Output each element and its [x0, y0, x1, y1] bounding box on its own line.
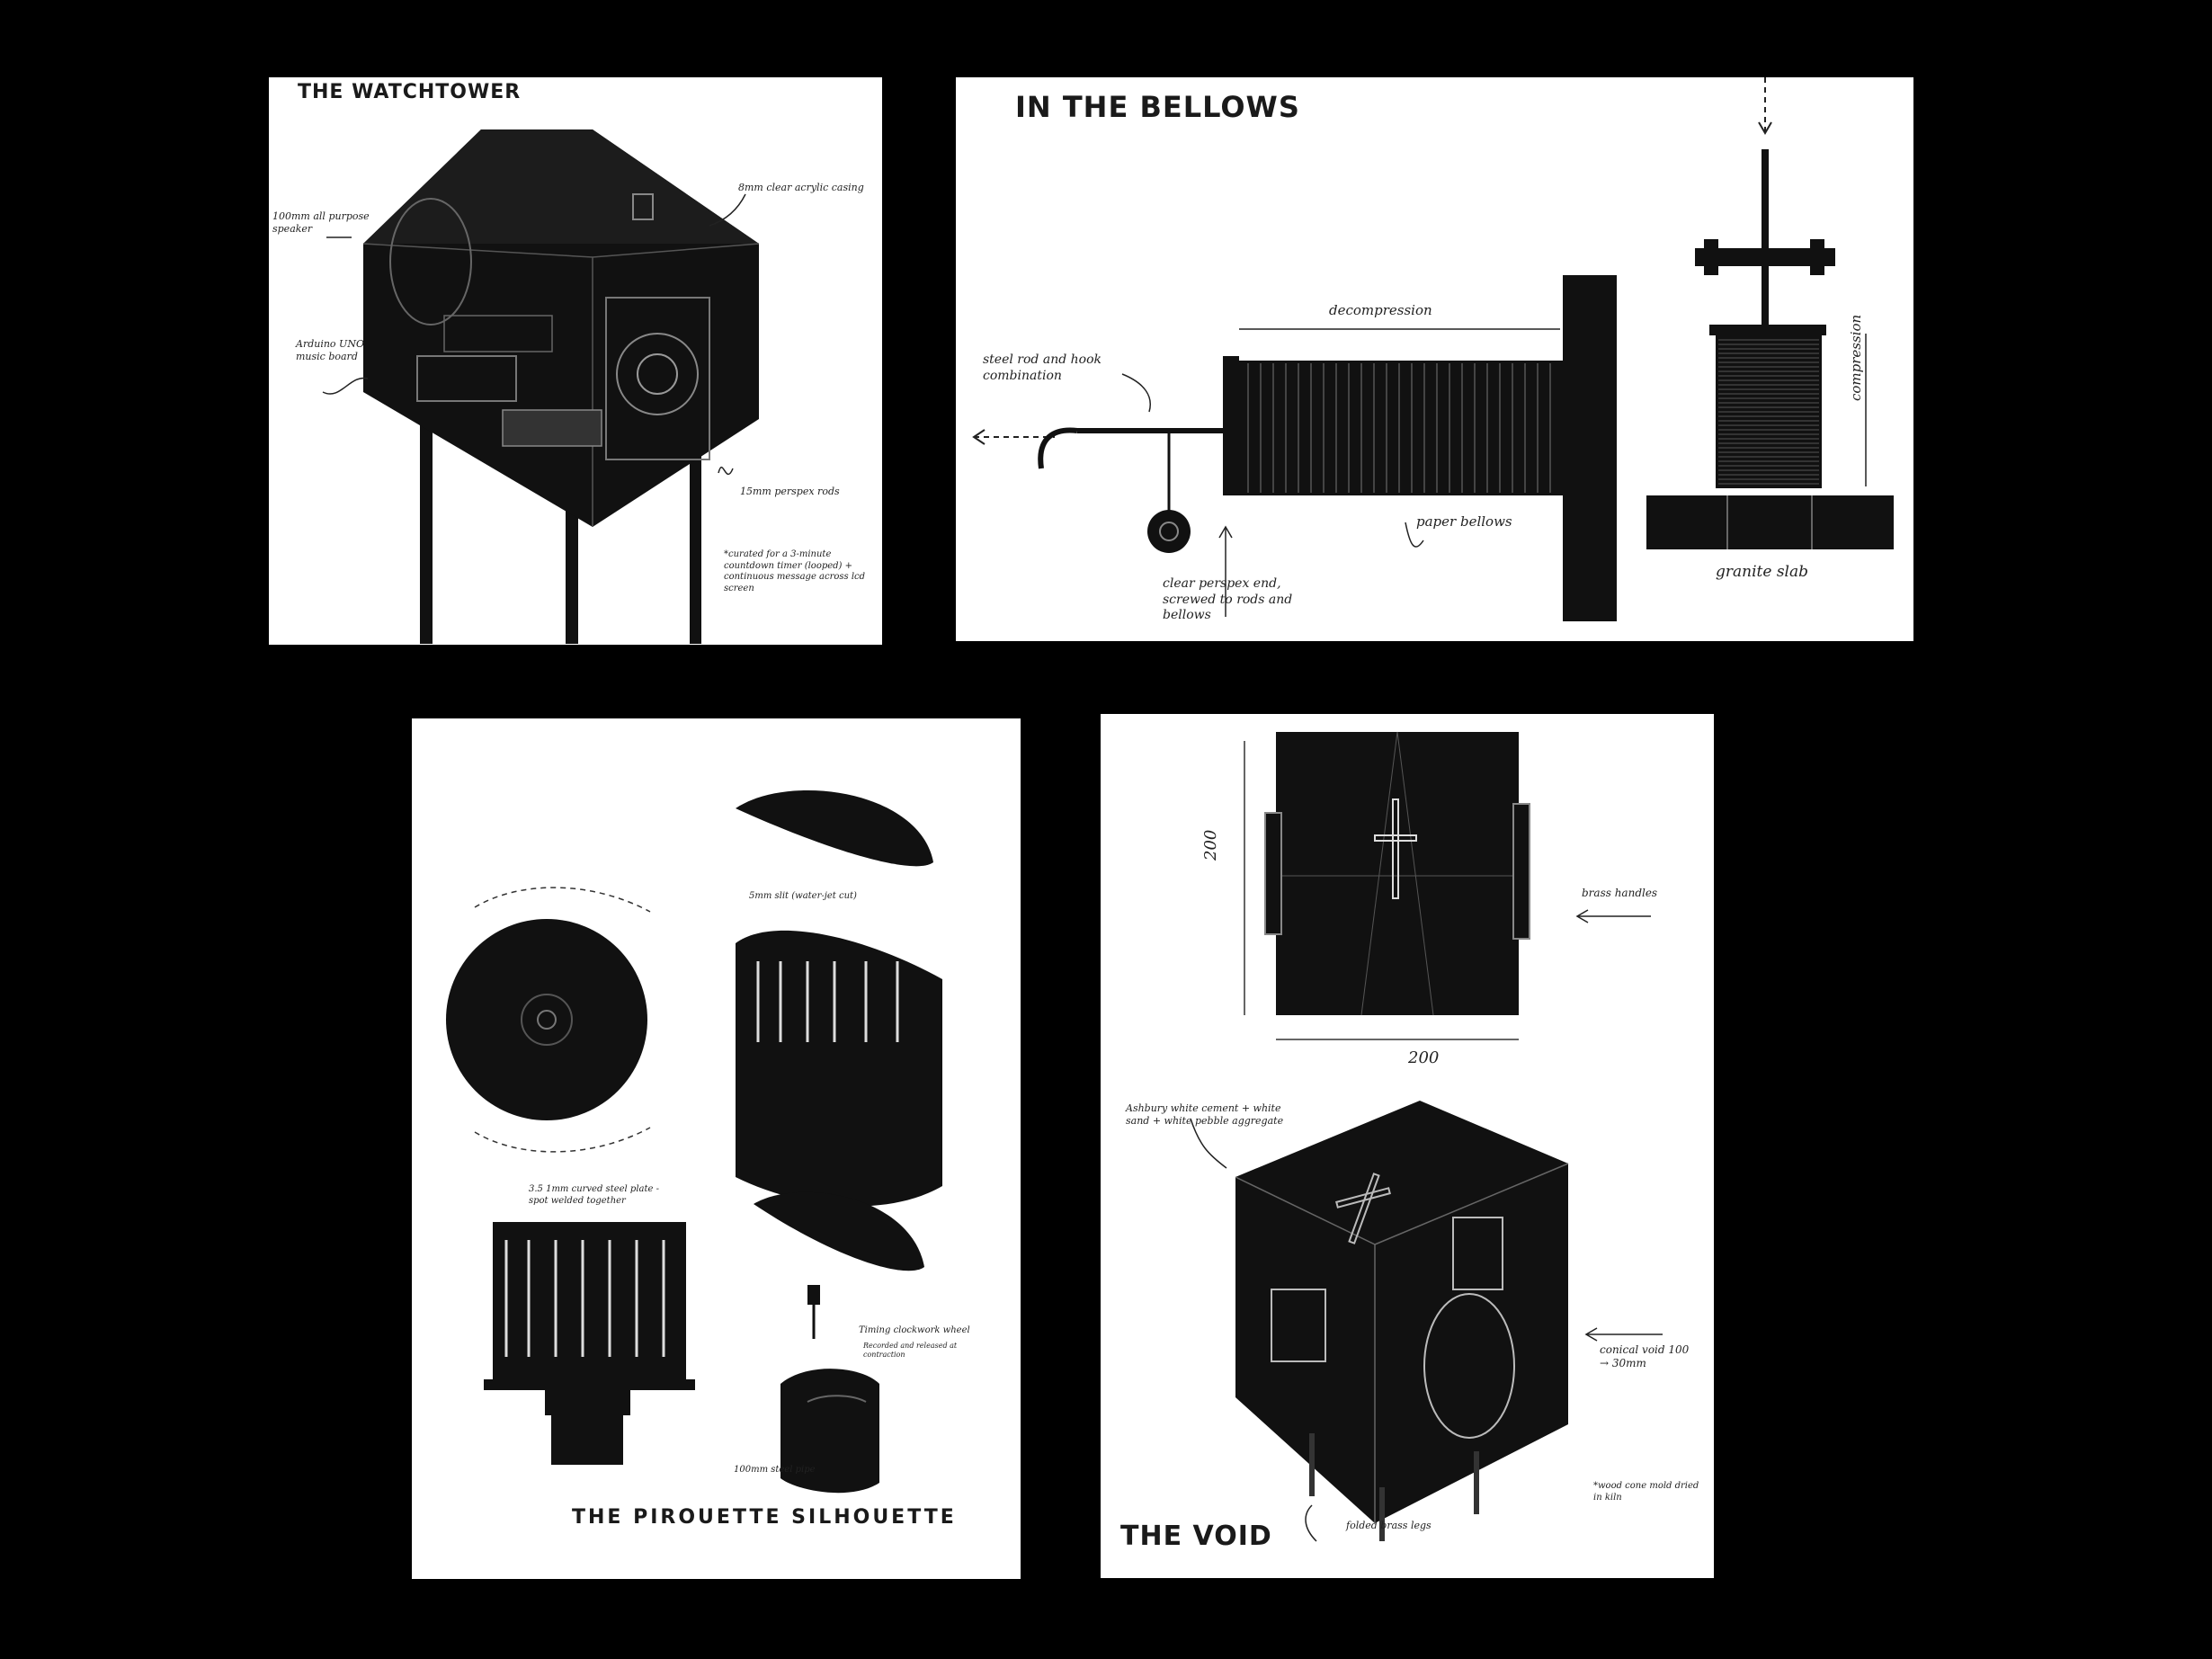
paper-bellows-label: paper bellows	[1416, 513, 1512, 530]
brass-handle	[1264, 812, 1282, 935]
pirouette-panel: 5mm slit (water-jet cut) 3.5 1mm curved …	[412, 718, 1021, 1579]
bellows-panel: IN THE BELLOWS decompression steel rod a…	[956, 77, 1913, 641]
wheel-note: Timing clockwork wheel	[859, 1325, 970, 1335]
steel-rod-note: steel rod and hook combination	[983, 352, 1102, 383]
granite-slab	[1646, 495, 1894, 549]
paper-bellows	[1239, 361, 1563, 495]
bottom-disc	[754, 1191, 924, 1271]
compression-label: compression	[1848, 314, 1864, 401]
void-cube	[1235, 1101, 1568, 1523]
cylinder-shell	[736, 930, 942, 1207]
weight-wheel	[1147, 510, 1191, 553]
conical-void	[1423, 1293, 1515, 1439]
watchtower-drawing	[322, 129, 760, 644]
steel-plate-note: 3.5 1mm curved steel plate - spot welded…	[529, 1184, 659, 1206]
front-block	[1563, 275, 1617, 621]
arduino-note: Arduino UNO music board	[296, 338, 364, 362]
handles-note: brass handles	[1582, 887, 1658, 899]
void-title: THE VOID	[1120, 1521, 1272, 1552]
void-dim-vertical: 200	[1201, 829, 1220, 861]
granite-label: granite slab	[1716, 563, 1809, 581]
void-dim-horizontal: 200	[1408, 1048, 1440, 1067]
watchtower-title: THE WATCHTOWER	[298, 81, 522, 103]
decompression-label: decompression	[1329, 302, 1432, 318]
speaker-note: 100mm all purpose speaker	[272, 210, 370, 235]
leg	[420, 419, 433, 644]
void-drawing	[1190, 731, 1663, 1542]
casing-top	[363, 129, 759, 244]
speaker-cone	[616, 333, 699, 415]
bellows-title: IN THE BELLOWS	[1015, 90, 1300, 124]
pipe-note: 100mm steel pipe	[734, 1465, 816, 1475]
brass-handle	[1512, 803, 1530, 940]
slit-note: 5mm slit (water-jet cut)	[749, 891, 857, 901]
cement-note: Ashbury white cement + white sand + whit…	[1126, 1102, 1284, 1127]
base-block	[551, 1415, 623, 1465]
clockwork-wheel	[807, 1285, 820, 1305]
conical-note: conical void 100 → 30mm	[1600, 1343, 1690, 1369]
mold-note: *wood cone mold dried in kiln	[1593, 1481, 1699, 1503]
assembled-cylinder	[493, 1222, 686, 1384]
rotating-disc	[446, 919, 647, 1120]
pirouette-title: THE PIROUETTE SILHOUETTE	[572, 1506, 957, 1529]
rods-note: 15mm perspex rods	[740, 486, 840, 497]
cross-void	[1392, 798, 1399, 899]
pirouette-drawing	[446, 790, 942, 1494]
legs-note: folded brass legs	[1346, 1520, 1432, 1531]
lcd-screen	[416, 355, 517, 402]
steel-pipe	[780, 1369, 879, 1494]
void-panel: 200 200 brass handles Ashbury white ceme…	[1101, 714, 1714, 1578]
casing-note: 8mm clear acrylic casing	[738, 182, 864, 193]
leg	[690, 419, 701, 644]
wheel-subnote: Recorded and released at contraction	[863, 1342, 958, 1359]
top-disc	[736, 790, 933, 867]
arduino-board	[443, 315, 553, 352]
speaker-frame	[605, 297, 710, 460]
bellows-drawing	[972, 77, 1894, 621]
watchtower-footnote: *curated for a 3-minute countdown timer …	[724, 549, 866, 593]
clear-perspex-note: clear perspex end, screwed to rods and b…	[1163, 576, 1293, 622]
watchtower-panel: THE WATCHTOWER 100mm all purpose speaker…	[269, 77, 882, 645]
